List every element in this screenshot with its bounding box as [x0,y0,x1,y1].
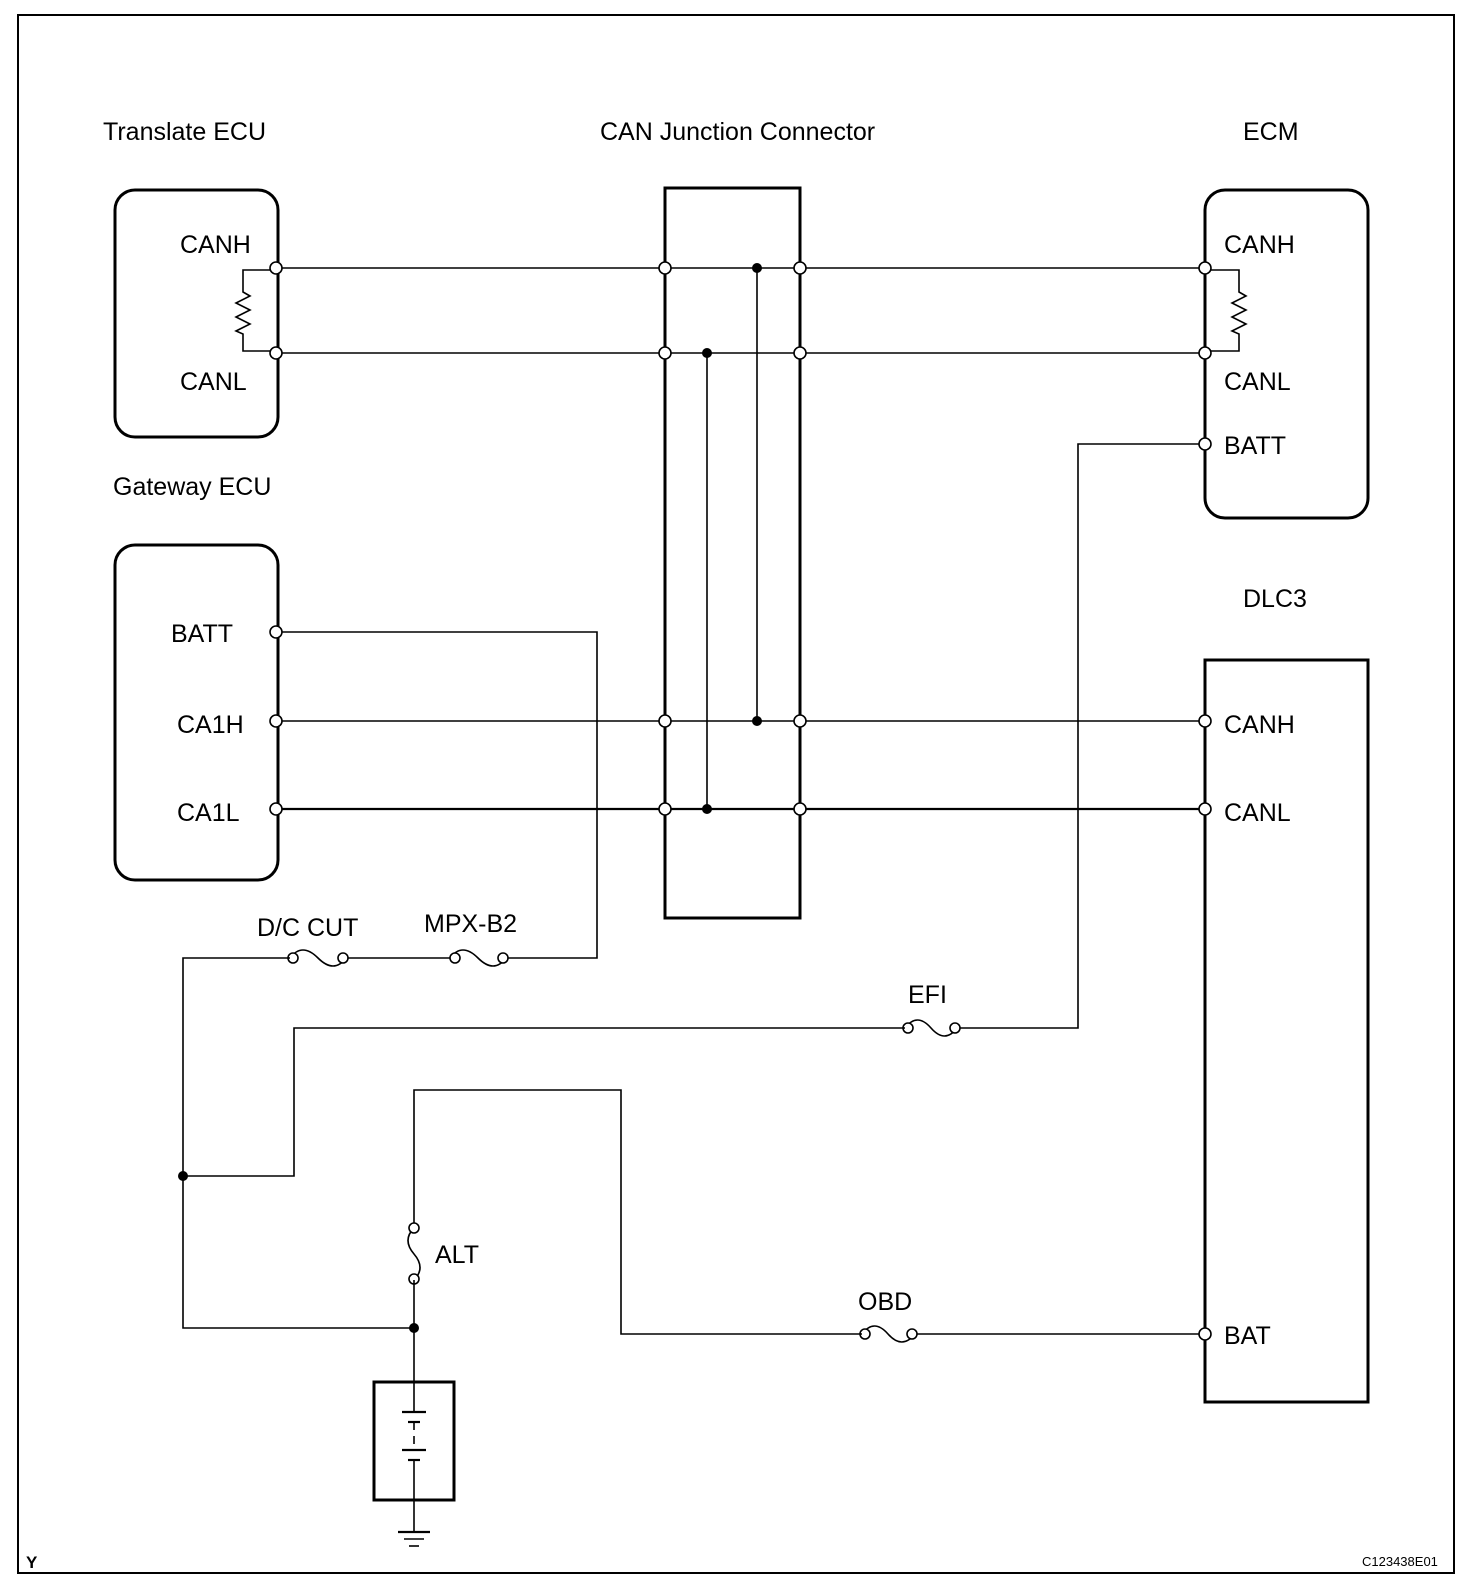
junction-canl-splice-bottom [702,804,712,814]
gateway-ca1l-label: CA1L [177,799,240,827]
terminal-gateway-batt [269,625,283,639]
fuse-obd-term-b [906,1328,918,1340]
translate-ecu-title: Translate ECU [103,118,266,146]
dlc3-title: DLC3 [1243,585,1307,613]
gateway-ecu-title: Gateway ECU [113,473,271,501]
terminal-gateway-ca1l [269,802,283,816]
junction-canh-splice-top [752,263,762,273]
gateway-batt-label: BATT [171,620,233,648]
fuse-alt-term-a [408,1222,420,1234]
splice-power-bus [178,1171,188,1181]
fuse-efi-term-b [949,1022,961,1034]
fuse-efi [904,1019,958,1037]
ecm-batt-label: BATT [1224,432,1286,460]
terminal-junction-r3 [793,714,807,728]
terminal-dlc3-canh [1198,714,1212,728]
gateway-ca1h-label: CA1H [177,711,244,739]
translate-ecu-box [113,188,280,439]
terminal-ecm-batt [1198,437,1212,451]
wire-ecm-batt [957,443,1205,1029]
ecm-title: ECM [1243,118,1299,146]
terminal-junction-l1 [658,261,672,275]
terminal-junction-r2 [793,346,807,360]
fuse-mpx-b2-term-a [449,952,461,964]
ecm-termination-resistor [1205,269,1248,352]
terminal-translate-canl [269,346,283,360]
terminal-junction-l4 [658,802,672,816]
terminal-translate-canh [269,261,283,275]
dlc3-box [1203,658,1370,1404]
fuse-mpx-b2 [449,949,507,967]
fuse-dc-cut-label: D/C CUT [257,914,358,942]
fuse-mpx-b2-label: MPX-B2 [424,910,517,938]
wire-efi-to-bus [183,1027,905,1177]
corner-mark: Y [26,1553,38,1572]
gateway-ecu-box [113,543,280,882]
diagram-frame [17,14,1455,1574]
dlc3-canh-label: CANH [1224,711,1295,739]
can-junction-title: CAN Junction Connector [600,118,875,146]
ecm-canh-label: CANH [1224,231,1295,259]
terminal-junction-r4 [793,802,807,816]
wire-dccut-to-bus [182,957,414,1329]
can-junction-connector-box [663,186,802,920]
fuse-dc-cut [289,949,347,967]
ground-icon [398,1500,430,1547]
dlc3-bat-label: BAT [1224,1322,1271,1350]
terminal-ecm-canh [1198,261,1212,275]
terminal-gateway-ca1h [269,714,283,728]
splice-battery-positive [409,1323,419,1333]
translate-canh-label: CANH [180,231,251,259]
translate-termination-resistor [234,269,276,352]
wire-gateway-batt [276,631,598,959]
terminal-junction-l3 [658,714,672,728]
figure-code: C123438E01 [1362,1554,1438,1569]
ecm-canl-label: CANL [1224,368,1291,396]
terminal-ecm-canl [1198,346,1212,360]
terminal-junction-r1 [793,261,807,275]
fuse-obd-label: OBD [858,1288,912,1316]
fuse-alt [407,1227,421,1281]
terminal-junction-l2 [658,346,672,360]
fuse-dc-cut-term-b [337,952,349,964]
fuse-mpx-b2-term-b [497,952,509,964]
dlc3-canl-label: CANL [1224,799,1291,827]
fuse-alt-label: ALT [435,1241,479,1269]
terminal-dlc3-canl [1198,802,1212,816]
translate-canl-label: CANL [180,368,247,396]
fuse-efi-label: EFI [908,981,947,1009]
junction-canl-splice-top [702,348,712,358]
terminal-dlc3-bat [1198,1327,1212,1341]
junction-canh-splice-bottom [752,716,762,726]
wire-obd-to-alt [413,1089,862,1335]
fuse-obd [861,1325,916,1343]
battery-symbol [402,1382,426,1500]
